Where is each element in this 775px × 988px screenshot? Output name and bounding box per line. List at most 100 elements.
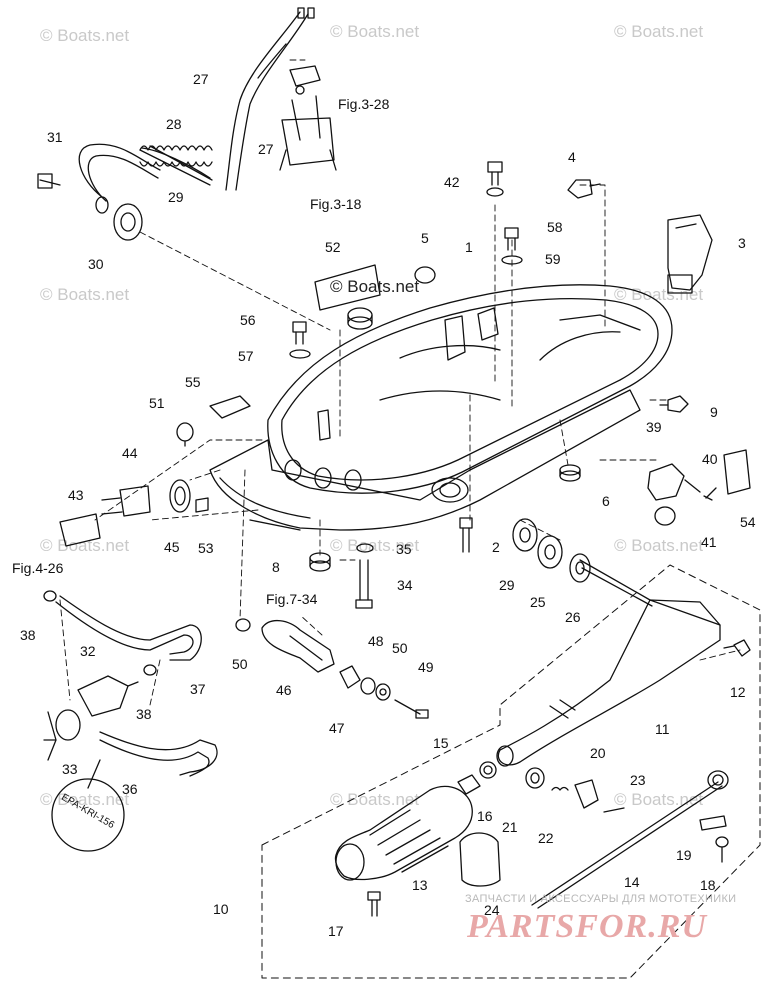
callout-9[interactable]: 9 (710, 404, 718, 420)
callout-15[interactable]: 15 (433, 735, 449, 751)
callout-27b[interactable]: 27 (258, 141, 274, 157)
callout-43[interactable]: 43 (68, 487, 84, 503)
shop-subtitle: ЗАПЧАСТИ И АКСЕССУАРЫ ДЛЯ МОТОТЕХНИКИ (465, 893, 737, 905)
connector-32 (77, 675, 139, 717)
watermark: © Boats.net (614, 536, 704, 555)
throttle-grip-13 (334, 785, 473, 881)
callout-26[interactable]: 26 (565, 609, 581, 625)
callout-51[interactable]: 51 (149, 395, 165, 411)
ref-fig-4-26[interactable]: Fig.4-26 (12, 560, 64, 576)
watermark: © Boats.net (614, 22, 704, 41)
watermark: © Boats.net (40, 26, 130, 45)
washers-29-25-26 (512, 518, 653, 607)
carb-linkage (279, 65, 337, 171)
callout-45[interactable]: 45 (164, 539, 180, 555)
callout-18[interactable]: 18 (700, 877, 716, 893)
cable-grommet-assembly (37, 143, 213, 241)
callout-10[interactable]: 10 (213, 901, 229, 917)
ref-fig-3-18[interactable]: Fig.3-18 (310, 196, 362, 212)
screw-12 (723, 639, 751, 657)
callout-48[interactable]: 48 (368, 633, 384, 649)
callout-20[interactable]: 20 (590, 745, 606, 761)
watermark: © Boats.net (614, 790, 704, 809)
callout-44[interactable]: 44 (122, 445, 138, 461)
parts-20-23 (525, 767, 625, 813)
callout-35[interactable]: 35 (396, 541, 412, 557)
callout-30[interactable]: 30 (88, 256, 104, 272)
callout-33[interactable]: 33 (62, 761, 78, 777)
callout-24[interactable]: 24 (484, 902, 500, 918)
callout-29a[interactable]: 29 (168, 189, 184, 205)
band-24 (459, 832, 501, 887)
callout-37[interactable]: 37 (190, 681, 206, 697)
callout-22[interactable]: 22 (538, 830, 554, 846)
bottom-cowling (209, 284, 673, 531)
fitting-9 (659, 395, 689, 413)
callout-40[interactable]: 40 (702, 451, 718, 467)
callout-29b[interactable]: 29 (499, 577, 515, 593)
callout-17[interactable]: 17 (328, 923, 344, 939)
watermark: © Boats.net (330, 536, 420, 555)
grommet-5 (347, 266, 436, 330)
callout-54[interactable]: 54 (740, 514, 756, 530)
grommet-8 (309, 552, 331, 572)
fuel-line-37 (55, 595, 202, 661)
tiller-arm-11 (496, 599, 721, 767)
callout-21[interactable]: 21 (502, 819, 518, 835)
callout-27a[interactable]: 27 (193, 71, 209, 87)
callout-57[interactable]: 57 (238, 348, 254, 364)
throttle-shaft-14 (531, 770, 729, 909)
callout-14[interactable]: 14 (624, 874, 640, 890)
grommet-6 (559, 464, 581, 482)
callout-55[interactable]: 55 (185, 374, 201, 390)
callout-52[interactable]: 52 (325, 239, 341, 255)
callout-42[interactable]: 42 (444, 174, 460, 190)
callout-13[interactable]: 13 (412, 877, 428, 893)
throttle-cables (225, 7, 315, 191)
watermark: © Boats.net (330, 790, 420, 809)
callout-41[interactable]: 41 (701, 534, 717, 550)
callout-53[interactable]: 53 (198, 540, 214, 556)
callout-3[interactable]: 3 (738, 235, 746, 251)
callout-32[interactable]: 32 (80, 643, 96, 659)
ref-fig-7-34[interactable]: Fig.7-34 (266, 591, 318, 607)
callout-50a[interactable]: 50 (232, 656, 248, 672)
callout-5[interactable]: 5 (421, 230, 429, 246)
part-19 (699, 815, 727, 831)
watermark: © Boats.net (40, 790, 130, 809)
callout-11[interactable]: 11 (655, 721, 670, 737)
callout-2[interactable]: 2 (492, 539, 500, 555)
lever-46 (261, 620, 335, 673)
callout-39[interactable]: 39 (646, 419, 662, 435)
callout-49[interactable]: 49 (418, 659, 434, 675)
callout-1[interactable]: 1 (465, 239, 473, 255)
callout-19[interactable]: 19 (676, 847, 692, 863)
callout-47[interactable]: 47 (329, 720, 345, 736)
callout-38b[interactable]: 38 (136, 706, 152, 722)
callout-28[interactable]: 28 (166, 116, 182, 132)
switch-43-44 (59, 485, 151, 547)
callout-12[interactable]: 12 (730, 684, 746, 700)
callout-16[interactable]: 16 (477, 808, 493, 824)
callout-36[interactable]: 36 (122, 781, 138, 797)
callout-59[interactable]: 59 (545, 251, 561, 267)
callout-23[interactable]: 23 (630, 772, 646, 788)
callout-50b[interactable]: 50 (392, 640, 408, 656)
bolt-4 (567, 179, 601, 199)
callout-4[interactable]: 4 (568, 149, 576, 165)
callout-31[interactable]: 31 (47, 129, 63, 145)
callout-58[interactable]: 58 (547, 219, 563, 235)
lock-lever-3 (667, 214, 713, 294)
callout-25[interactable]: 25 (530, 594, 546, 610)
label-plate-52 (314, 264, 381, 311)
choke-39 (647, 463, 701, 526)
callout-8[interactable]: 8 (272, 559, 280, 575)
callout-46[interactable]: 46 (276, 682, 292, 698)
ref-fig-3-28[interactable]: Fig.3-28 (338, 96, 390, 112)
bolt-34 (355, 543, 374, 609)
callout-34[interactable]: 34 (397, 577, 413, 593)
callout-56[interactable]: 56 (240, 312, 256, 328)
watermark: © Boats.net (614, 285, 704, 304)
callout-38a[interactable]: 38 (20, 627, 36, 643)
callout-6[interactable]: 6 (602, 493, 610, 509)
